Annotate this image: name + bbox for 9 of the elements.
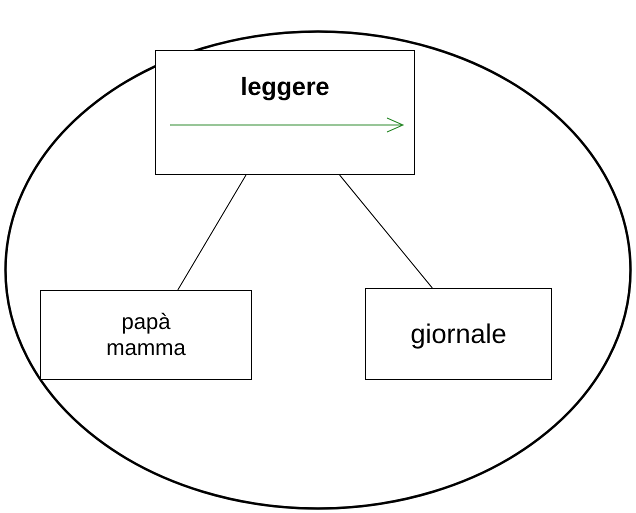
- node-label: papà mamma: [105, 309, 187, 361]
- node-label: giornale: [410, 318, 507, 350]
- connector-line: [339, 174, 433, 288]
- ellipse-outline: [4, 30, 632, 510]
- concept-box: [40, 290, 252, 380]
- concept-box: [365, 288, 552, 380]
- node-label: leggere: [240, 73, 330, 102]
- concept-box: [155, 50, 415, 175]
- connector-line: [177, 174, 246, 290]
